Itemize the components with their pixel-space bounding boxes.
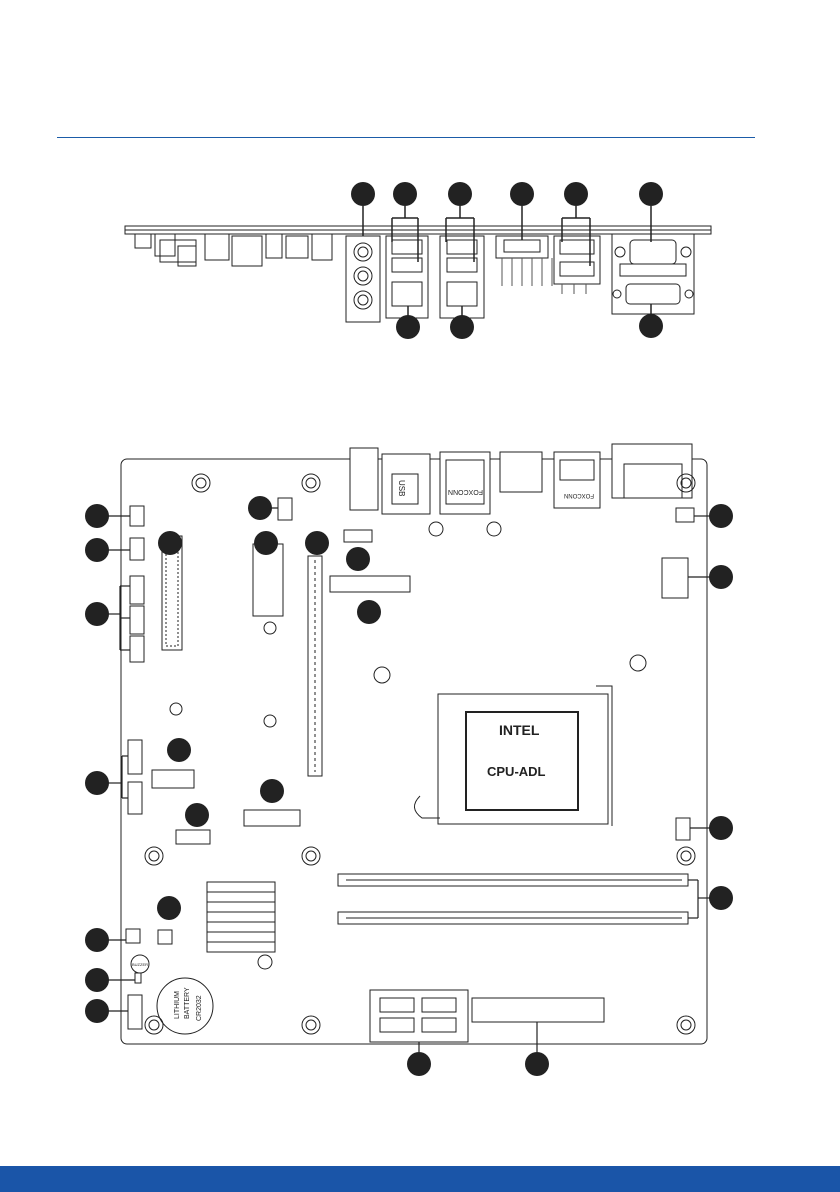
- cpu-brand-label: INTEL: [499, 722, 540, 738]
- rj45-vendor-2: FOXCONN: [564, 492, 594, 498]
- buzzer-label: BUZZER: [132, 962, 148, 967]
- rj45-vendor-1: FOXCONN: [448, 488, 483, 495]
- board-outline: [121, 459, 707, 1044]
- board-label-text: USB: [397, 480, 406, 496]
- footer-bar: [0, 1166, 840, 1192]
- battery-line1: LITHIUM: [174, 991, 181, 1019]
- cpu-model-label: CPU-ADL: [487, 764, 546, 779]
- battery-model: CR2032: [196, 995, 203, 1021]
- battery-line2: BATTERY: [184, 987, 191, 1019]
